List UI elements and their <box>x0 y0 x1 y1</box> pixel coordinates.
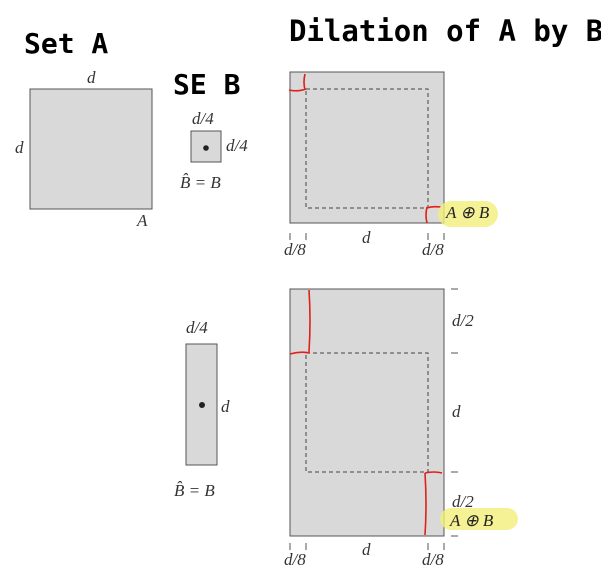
result-bottom-bottom-left: d/8 <box>284 550 306 569</box>
original-a-outline-bottom <box>305 352 429 473</box>
result-bottom-right-bottom: d/2 <box>452 492 474 511</box>
se-small-reflection-label: B̂ = B <box>180 173 221 192</box>
set-a-side-label: d <box>15 138 24 157</box>
result-top-label: A ⊕ B <box>446 203 490 222</box>
se-tall-top-label: d/4 <box>186 318 208 337</box>
result-bottom-right-top: d/2 <box>452 311 474 330</box>
bottom-right-ticks <box>451 288 458 537</box>
se-b-tall-origin <box>199 402 205 408</box>
se-small-top-label: d/4 <box>192 109 214 128</box>
top-bottom-ticks <box>289 233 445 240</box>
result-top-bottom-right: d/8 <box>422 240 444 259</box>
result-top-bottom-left: d/8 <box>284 240 306 259</box>
original-a-outline-top <box>305 88 429 209</box>
result-highlight-top <box>438 201 498 227</box>
dilated-square-top <box>289 71 445 224</box>
set-a-corner-label: A <box>137 211 148 230</box>
set-a-square <box>29 88 153 210</box>
dilation-result-top <box>288 71 498 240</box>
result-bottom-right-mid: d <box>452 402 461 421</box>
red-mark-bottom-right <box>425 205 442 224</box>
se-small-side-label: d/4 <box>226 136 248 155</box>
dilation-result-bottom <box>289 288 518 550</box>
red-mark-bottom-bottom-right <box>424 471 443 536</box>
result-bottom-bottom-right: d/8 <box>422 550 444 569</box>
result-top-bottom-mid: d <box>362 228 371 247</box>
red-mark-top-left <box>288 73 307 92</box>
dilated-rect-bottom <box>289 288 445 537</box>
title-dilation: Dilation of A by B <box>289 14 601 48</box>
title-set-a: Set A <box>24 27 109 60</box>
se-b-small-origin <box>203 145 209 151</box>
set-a-top-label: d <box>87 68 96 87</box>
red-mark-bottom-top-left <box>289 289 311 355</box>
bottom-bottom-ticks <box>289 543 445 550</box>
se-tall-side-label: d <box>221 397 230 416</box>
result-bottom-bottom-mid: d <box>362 540 371 559</box>
se-tall-reflection-label: B̂ = B <box>174 481 215 500</box>
result-highlight-bottom <box>440 508 518 530</box>
title-se-b: SE B <box>173 68 241 101</box>
result-bottom-label: A ⊕ B <box>450 511 494 530</box>
